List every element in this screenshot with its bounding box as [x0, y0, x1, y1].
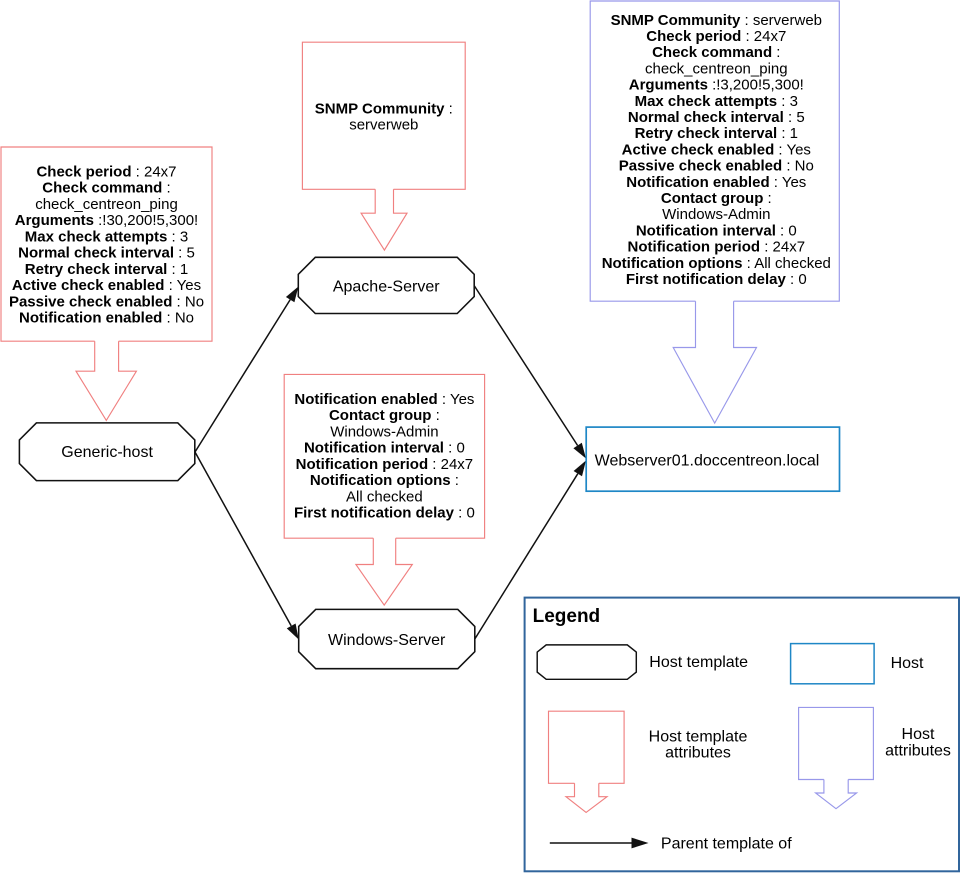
svg-text:SNMP Community : serverweb: SNMP Community : serverweb [611, 12, 822, 29]
svg-text:attributes: attributes [885, 743, 951, 760]
svg-text:Max check attempts : 3: Max check attempts : 3 [25, 228, 188, 245]
svg-text:attributes: attributes [665, 745, 731, 762]
svg-text:Windows-Admin: Windows-Admin [662, 206, 770, 223]
svg-text:Retry check interval : 1: Retry check interval : 1 [25, 261, 188, 278]
svg-text:Host template: Host template [649, 729, 748, 746]
svg-text:Normal check interval : 5: Normal check interval : 5 [628, 109, 805, 126]
svg-text:Check period : 24x7: Check period : 24x7 [646, 28, 786, 45]
svg-text:Check command :: Check command : [652, 44, 780, 61]
svg-text:All checked: All checked [346, 488, 423, 505]
svg-text:Arguments :!30,200!5,300!: Arguments :!30,200!5,300! [15, 212, 198, 229]
svg-text:Contact group :: Contact group : [329, 407, 440, 424]
svg-text:Host: Host [902, 726, 935, 743]
svg-text:Notification enabled : Yes: Notification enabled : Yes [626, 174, 806, 191]
svg-text:Contact group :: Contact group : [661, 190, 772, 207]
svg-text:Notification enabled : No: Notification enabled : No [19, 310, 194, 327]
svg-text:Notification period : 24x7: Notification period : 24x7 [628, 239, 806, 256]
svg-text:Active check enabled : Yes: Active check enabled : Yes [622, 141, 811, 158]
svg-text:Max check attempts : 3: Max check attempts : 3 [635, 93, 798, 110]
svg-text:Host: Host [891, 655, 924, 672]
svg-text:First notification delay : 0: First notification delay : 0 [294, 505, 475, 522]
svg-text:Notification enabled : Yes: Notification enabled : Yes [294, 391, 474, 408]
svg-text:Arguments :!3,200!5,300!: Arguments :!3,200!5,300! [629, 77, 804, 94]
svg-text:Apache-Server: Apache-Server [333, 278, 440, 295]
svg-text:First notification delay : 0: First notification delay : 0 [626, 271, 807, 288]
svg-text:check_centreon_ping: check_centreon_ping [645, 60, 788, 77]
svg-text:Windows-Admin: Windows-Admin [330, 423, 438, 440]
svg-text:Notification interval : 0: Notification interval : 0 [636, 222, 797, 239]
svg-text:check_centreon_ping: check_centreon_ping [35, 196, 178, 213]
svg-text:Passive check enabled : No: Passive check enabled : No [9, 293, 204, 310]
svg-text:Webserver01.doccentreon.local: Webserver01.doccentreon.local [595, 453, 820, 470]
svg-text:Notification period : 24x7: Notification period : 24x7 [296, 456, 474, 473]
svg-text:Windows-Server: Windows-Server [328, 632, 446, 649]
svg-text:Notification interval : 0: Notification interval : 0 [304, 440, 465, 457]
svg-text:SNMP Community :: SNMP Community : [315, 100, 453, 117]
svg-text:Parent template of: Parent template of [661, 835, 792, 852]
svg-text:Generic-host: Generic-host [61, 444, 153, 461]
svg-text:Notification options :: Notification options : [310, 472, 459, 489]
svg-text:Check command :: Check command : [42, 180, 170, 197]
svg-text:Host template: Host template [649, 654, 748, 671]
svg-text:Active check enabled : Yes: Active check enabled : Yes [12, 277, 201, 294]
svg-text:Check period : 24x7: Check period : 24x7 [36, 163, 176, 180]
svg-text:Retry check interval : 1: Retry check interval : 1 [635, 125, 798, 142]
svg-text:Passive check enabled : No: Passive check enabled : No [619, 158, 814, 175]
svg-text:Normal check interval : 5: Normal check interval : 5 [18, 245, 195, 262]
svg-text:serverweb: serverweb [349, 117, 418, 134]
svg-text:Legend: Legend [533, 606, 601, 627]
svg-text:Notification options : All che: Notification options : All checked [602, 255, 831, 272]
